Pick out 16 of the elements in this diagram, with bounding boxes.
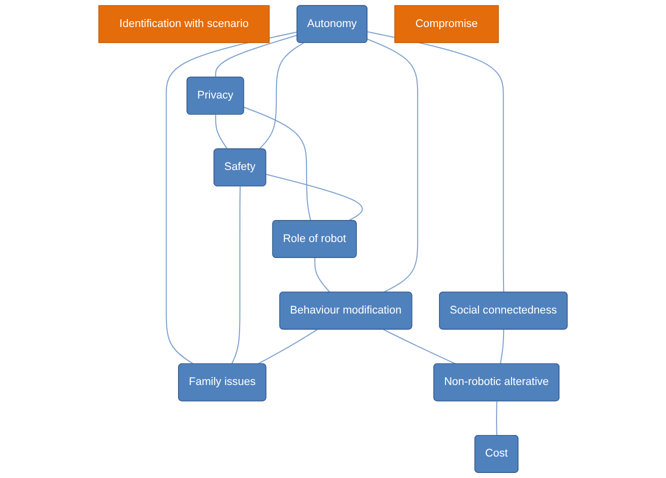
connector [215,114,228,150]
node-box: Identification with scenario [98,5,270,44]
connector [231,186,241,364]
connector [258,329,318,364]
connector [258,42,304,150]
connector [215,34,298,78]
connector [496,401,498,436]
connector [383,329,456,364]
connector [367,38,418,293]
connector [314,258,330,293]
connector [266,174,363,222]
connector [500,330,504,364]
connector [367,31,504,292]
connector [166,32,298,364]
node-box: Compromise [394,5,499,44]
connector [244,106,312,221]
